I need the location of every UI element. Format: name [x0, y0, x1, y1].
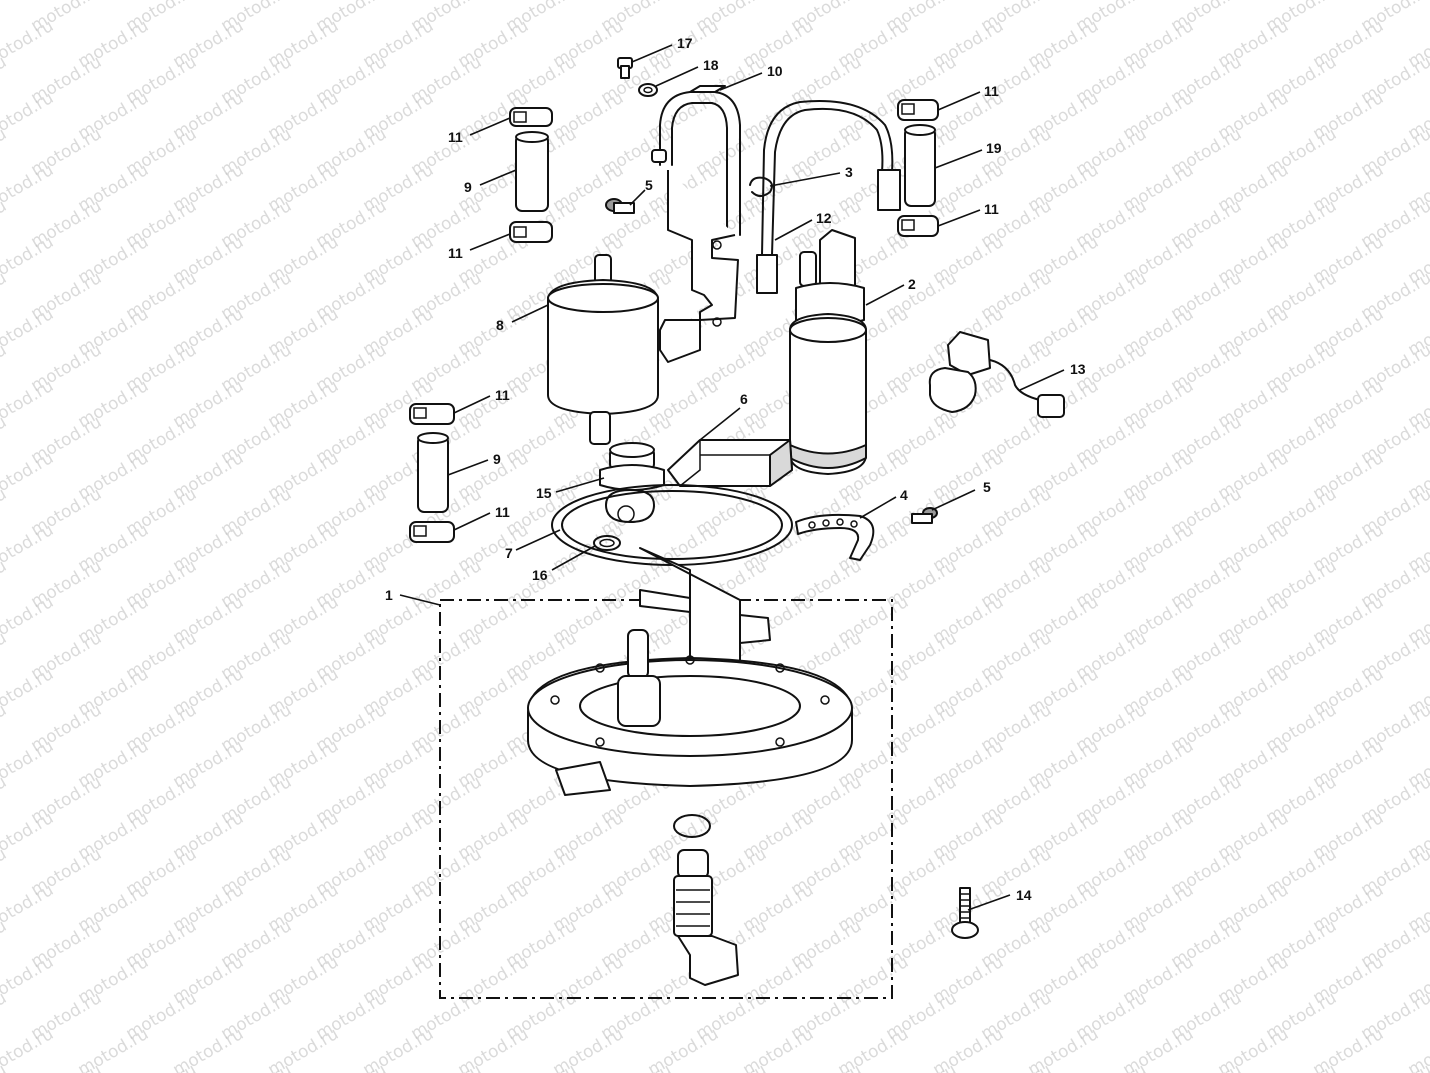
callout-18: 18	[703, 57, 719, 73]
watermark-text: motod.ru	[0, 0, 10, 36]
callout-10: 10	[767, 63, 783, 79]
part-1-level-sensor	[673, 849, 739, 986]
part-5-screw-upper	[605, 198, 635, 214]
callout-6: 6	[740, 391, 748, 407]
callout-2: 2	[908, 276, 916, 292]
watermark-text: motod.ru	[1263, 1060, 1341, 1073]
callout-12: 12	[816, 210, 832, 226]
part-4-band	[795, 513, 875, 561]
part-9-hose-lower	[417, 432, 449, 513]
watermark-text: motod.ru	[218, 1060, 296, 1073]
callout-11-lower-left-bottom: 11	[495, 504, 510, 520]
watermark-text: motod.ru	[693, 1060, 771, 1073]
part-9-hose-upper	[515, 131, 549, 212]
watermark-text: motod.ru	[0, 808, 57, 864]
part-16-o-ring	[593, 535, 621, 551]
watermark-text: motod.ru	[0, 664, 57, 720]
watermark-text: motod.ru	[1168, 1060, 1246, 1073]
part-17-screw	[617, 57, 633, 79]
watermark-text: motod.ru	[0, 520, 57, 576]
watermark-text: motod.ru	[0, 880, 57, 936]
callout-14: 14	[1016, 887, 1032, 903]
part-1-o-ring	[673, 814, 711, 838]
watermark-text: motod.ru	[1073, 1060, 1151, 1073]
watermark-text: motod.ru	[598, 1060, 676, 1073]
callout-labels: 17 18 10 11 11 11 11 11 11 19 9 9 3 5 5 …	[385, 35, 1086, 903]
part-11-clamp-mid-right	[897, 215, 939, 237]
callout-17: 17	[677, 35, 693, 51]
callout-7: 7	[505, 545, 513, 561]
part-19-hose	[904, 124, 936, 207]
part-14-bolt	[951, 887, 979, 939]
part-2-fuel-pump	[789, 229, 867, 475]
callout-15: 15	[536, 485, 552, 501]
watermark-text: motod.ru	[0, 736, 57, 792]
callout-4: 4	[900, 487, 908, 503]
callout-9-upper: 9	[464, 179, 472, 195]
part-13-level-sender	[928, 331, 1065, 418]
part-11-clamp-mid-left	[509, 221, 553, 243]
part-12-wire-harness	[756, 100, 901, 294]
callout-11-lower-left-top: 11	[495, 387, 510, 403]
callout-11-mid-left: 11	[448, 245, 463, 261]
callout-19: 19	[986, 140, 1002, 156]
part-11-clamp-lower-left-bottom	[409, 521, 455, 543]
watermark-text: motod.ru	[0, 88, 57, 144]
callout-16: 16	[532, 567, 548, 583]
callout-5-lower: 5	[983, 479, 991, 495]
part-11-clamp-lower-left-top	[409, 403, 455, 425]
watermark-text: motod.ru	[0, 232, 57, 288]
callout-11-mid-right: 11	[984, 201, 999, 217]
watermark-text: motod.ru	[123, 1060, 201, 1073]
watermark-text: motod.ru	[0, 952, 57, 1008]
callout-11-upper-left: 11	[448, 129, 463, 145]
watermark-text: motod.ru	[28, 1060, 106, 1073]
part-8-fuel-filter	[547, 254, 659, 445]
watermark-text: motod.ru	[0, 1024, 57, 1073]
part-6-filter-strainer	[667, 439, 793, 487]
watermark-text: motod.ru	[0, 160, 57, 216]
part-1-mounting-plate	[527, 547, 853, 796]
callout-3: 3	[845, 164, 853, 180]
callout-8: 8	[496, 317, 504, 333]
part-15-pressure-regulator	[599, 442, 665, 523]
part-11-clamp-upper-right	[897, 99, 939, 121]
callout-13: 13	[1070, 361, 1086, 377]
watermark-text: motod.ru	[0, 304, 57, 360]
part-18-washer	[638, 83, 658, 97]
watermark-text: motod.ru	[0, 448, 57, 504]
part-3-clip	[749, 176, 773, 197]
callout-5-upper: 5	[645, 177, 653, 193]
watermark-text: motod.ru	[883, 1060, 961, 1073]
callout-11-upper-right: 11	[984, 83, 999, 99]
watermark-text: motod.ru	[978, 1060, 1056, 1073]
part-10-bracket	[651, 85, 741, 363]
callout-9-lower: 9	[493, 451, 501, 467]
part-5-screw-lower	[911, 507, 938, 524]
watermark-text: motod.ru	[0, 16, 57, 72]
watermark-text: motod.ru	[313, 1060, 391, 1073]
callout-1: 1	[385, 587, 393, 603]
watermark-text: motod.ru	[788, 1060, 866, 1073]
leader-lines	[399, 44, 1065, 911]
watermark-text: motod.ru	[0, 592, 57, 648]
watermark-text: motod.ru	[408, 1060, 486, 1073]
watermark-text: motod.ru	[0, 376, 57, 432]
watermark-text: motod.ru	[503, 1060, 581, 1073]
part-11-clamp-upper-left	[509, 107, 553, 127]
